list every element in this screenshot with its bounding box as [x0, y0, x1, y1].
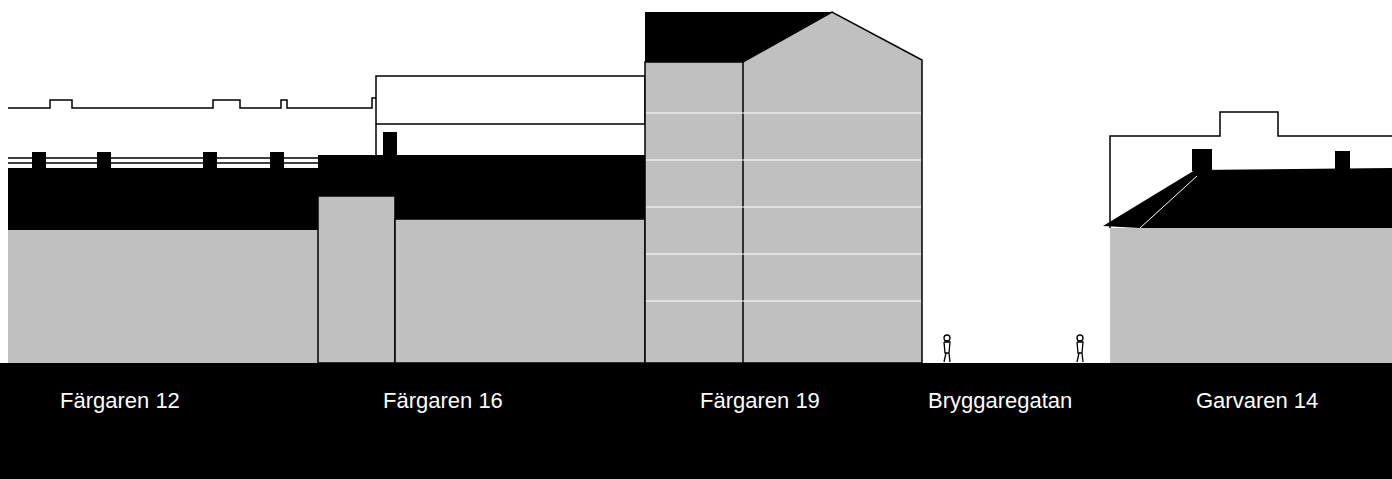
chimney: [383, 132, 397, 155]
facade: [8, 230, 318, 363]
facade: [318, 196, 395, 363]
person-figure: [944, 335, 1083, 362]
background-outline: [8, 98, 376, 108]
background-line: [375, 124, 377, 155]
facade-line: [742, 62, 744, 363]
roof-line: [1140, 176, 1197, 228]
chimney: [1192, 149, 1212, 171]
chimney: [32, 152, 46, 168]
facade: [1110, 228, 1392, 363]
ground-band: [0, 363, 1392, 479]
chimney: [270, 152, 284, 168]
roof: [1103, 168, 1392, 228]
chimney: [97, 152, 111, 168]
lot-label: Färgaren 12: [60, 390, 180, 412]
chimney: [1335, 151, 1350, 169]
lot-label: Garvaren 14: [1196, 390, 1318, 412]
roof: [8, 168, 318, 230]
background-outline: [376, 76, 645, 124]
lot-label: Bryggaregatan: [928, 390, 1072, 412]
facade: [395, 219, 645, 363]
facade: [645, 12, 922, 363]
lot-label: Färgaren 16: [383, 390, 503, 412]
lot-label: Färgaren 19: [700, 390, 820, 412]
floor-lines: [646, 113, 921, 301]
chimney: [203, 152, 217, 168]
